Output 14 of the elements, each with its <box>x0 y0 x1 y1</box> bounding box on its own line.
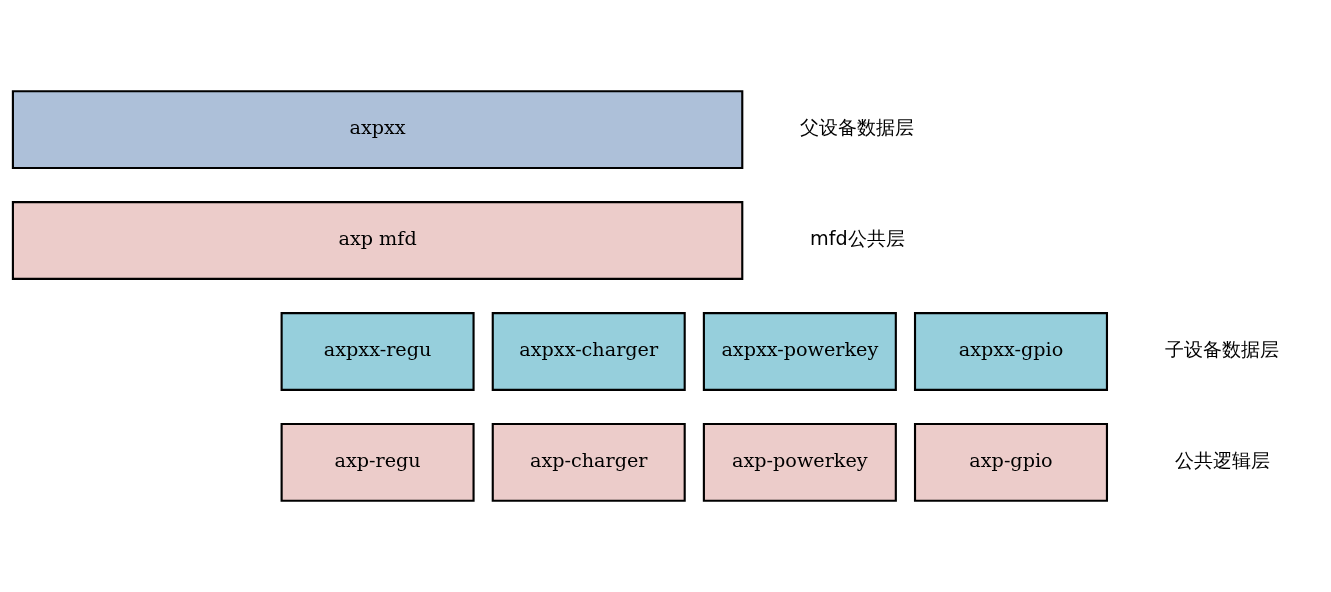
node-box: axp mfd <box>11 201 744 280</box>
node-box: axpxx-regu <box>280 312 475 391</box>
node-box: axp-powerkey <box>702 422 897 502</box>
node-box: axp-charger <box>491 422 686 502</box>
node-box: axp-regu <box>280 422 475 502</box>
node-box: axpxx-gpio <box>913 312 1109 391</box>
label: 公共逻辑层 <box>1174 449 1270 473</box>
label: 父设备数据层 <box>800 116 915 140</box>
node-box: axpxx-powerkey <box>702 312 897 391</box>
node-box: axpxx-charger <box>491 312 686 391</box>
node-box: axpxx <box>11 90 744 170</box>
label: 子设备数据层 <box>1165 338 1280 362</box>
label: mfd公共层 <box>810 227 905 251</box>
node-box: axp-gpio <box>913 422 1109 502</box>
